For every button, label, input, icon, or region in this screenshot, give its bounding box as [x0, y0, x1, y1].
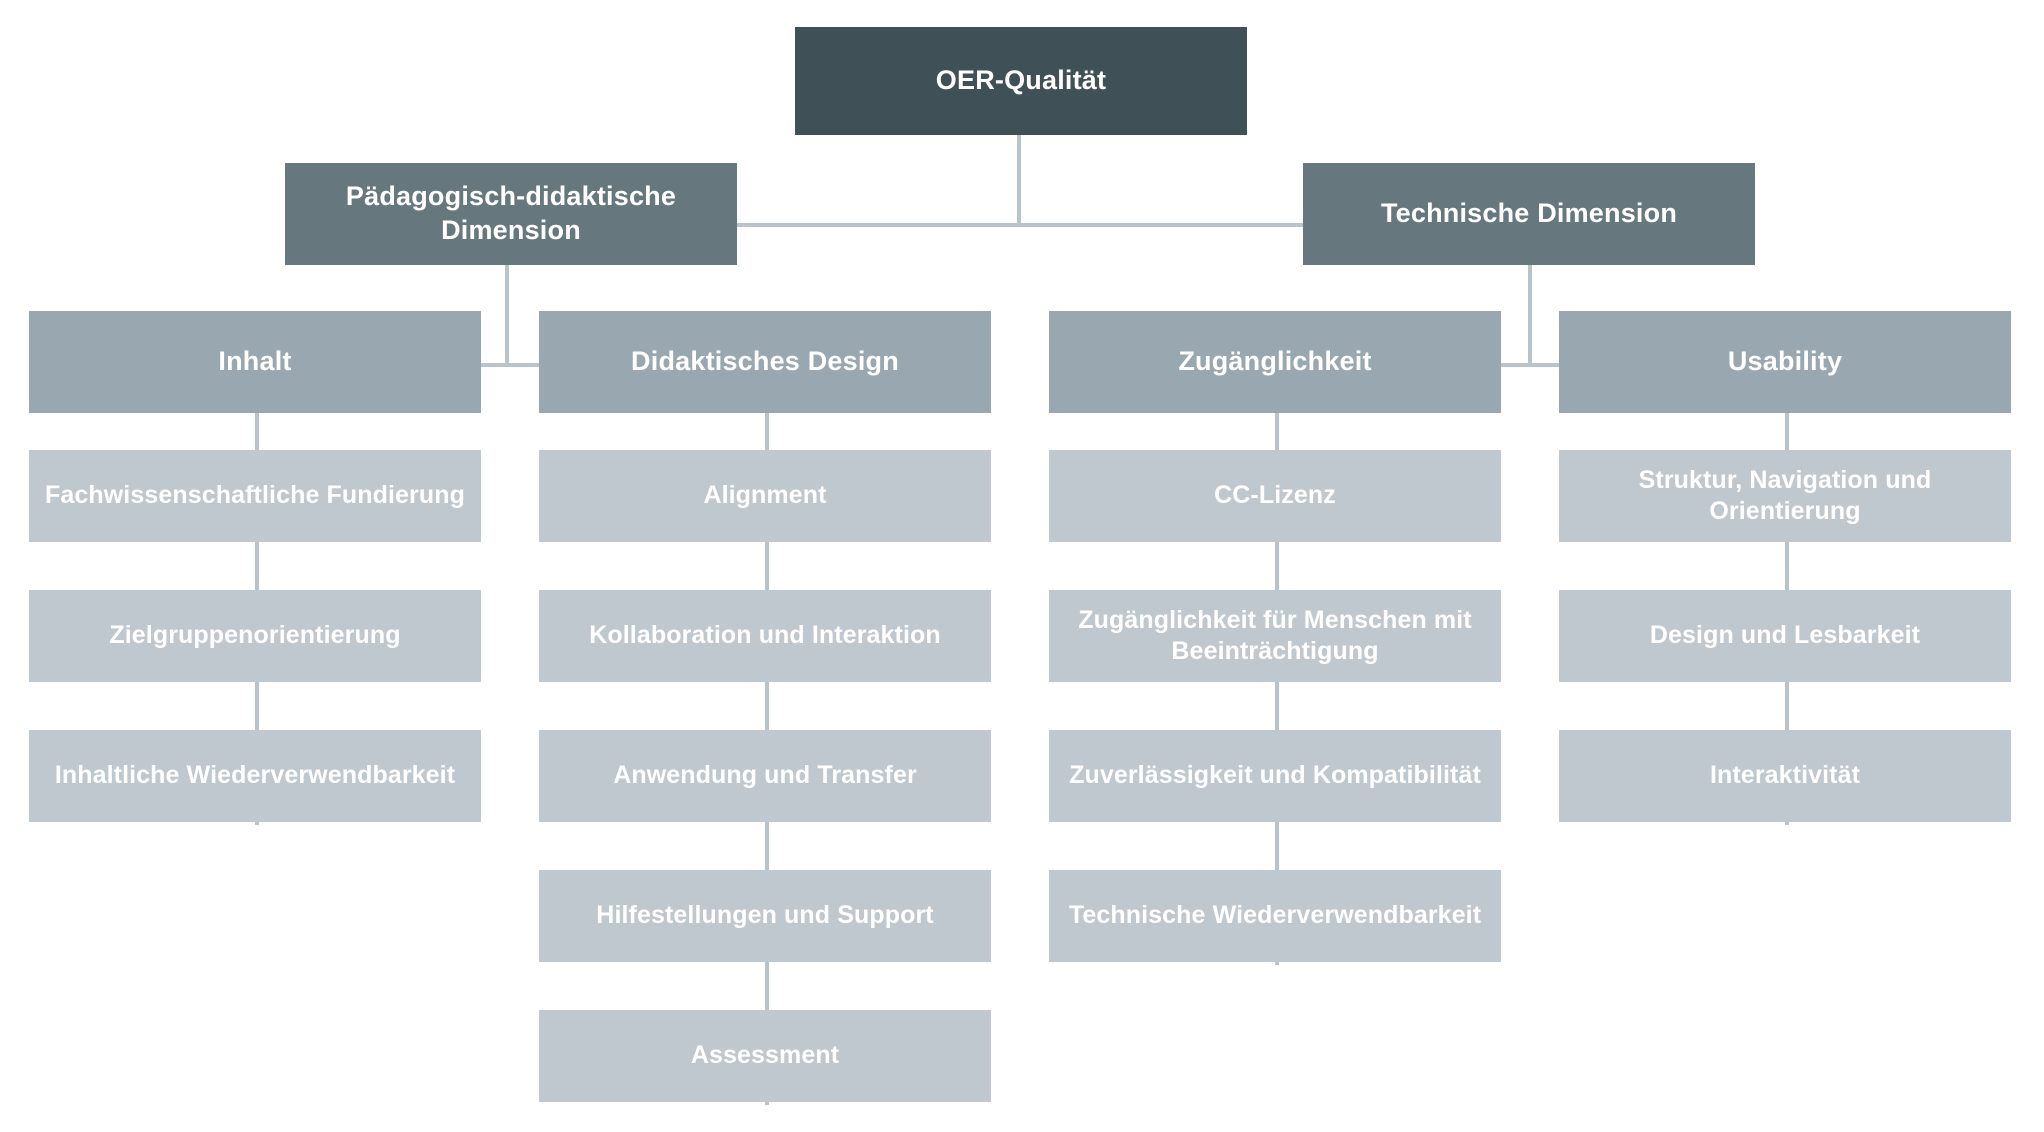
node-category-didaktisches-design[interactable]: Didaktisches Design	[539, 311, 991, 413]
connector-dimension-bar	[505, 223, 1530, 227]
node-leaf-zielgruppenorientierung[interactable]: Zielgruppenorientierung	[29, 590, 481, 682]
connector-left-category-bar	[257, 363, 777, 367]
node-leaf-technische-wiederverwendbarkeit[interactable]: Technische Wiederverwendbarkeit	[1049, 870, 1501, 962]
node-leaf-zuverlaessigkeit-und-kompatibilitaet[interactable]: Zuverlässigkeit und Kompatibilität	[1049, 730, 1501, 822]
node-leaf-anwendung-und-transfer[interactable]: Anwendung und Transfer	[539, 730, 991, 822]
node-leaf-inhaltliche-wiederverwendbarkeit[interactable]: Inhaltliche Wiederverwendbarkeit	[29, 730, 481, 822]
node-leaf-design-und-lesbarkeit[interactable]: Design und Lesbarkeit	[1559, 590, 2011, 682]
node-category-inhalt[interactable]: Inhalt	[29, 311, 481, 413]
node-category-usability[interactable]: Usability	[1559, 311, 2011, 413]
node-category-zugaenglichkeit[interactable]: Zugänglichkeit	[1049, 311, 1501, 413]
connector-root-stem	[1017, 135, 1021, 225]
node-leaf-assessment[interactable]: Assessment	[539, 1010, 991, 1102]
node-leaf-zugaenglichkeit-fuer-menschen-mit-beeintraechtigung[interactable]: Zugänglichkeit für Menschen mit Beeinträ…	[1049, 590, 1501, 682]
node-leaf-cc-lizenz[interactable]: CC-Lizenz	[1049, 450, 1501, 542]
node-leaf-kollaboration-und-interaktion[interactable]: Kollaboration und Interaktion	[539, 590, 991, 682]
node-leaf-alignment[interactable]: Alignment	[539, 450, 991, 542]
node-leaf-fachwissenschaftliche-fundierung[interactable]: Fachwissenschaftliche Fundierung	[29, 450, 481, 542]
connector-left-dimension-stem	[505, 265, 509, 365]
node-paedagogisch-didaktische-dimension[interactable]: Pädagogisch-didaktische Dimension	[285, 163, 737, 265]
connector-column-zugaenglichkeit	[1275, 405, 1279, 965]
node-leaf-struktur-navigation-und-orientierung[interactable]: Struktur, Navigation und Orientierung	[1559, 450, 2011, 542]
connector-right-dimension-stem	[1528, 265, 1532, 365]
node-technische-dimension[interactable]: Technische Dimension	[1303, 163, 1755, 265]
node-oer-qualitaet[interactable]: OER-Qualität	[795, 27, 1247, 135]
node-leaf-interaktivitaet[interactable]: Interaktivität	[1559, 730, 2011, 822]
connector-right-category-bar	[1281, 363, 1801, 367]
node-leaf-hilfestellungen-und-support[interactable]: Hilfestellungen und Support	[539, 870, 991, 962]
